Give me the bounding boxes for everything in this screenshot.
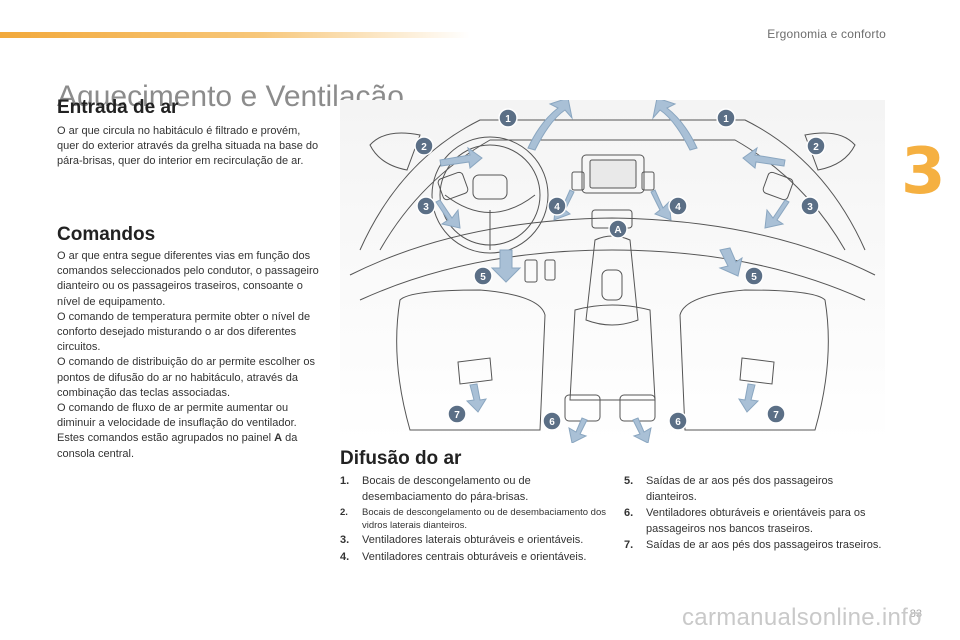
marker-2: 2 <box>813 142 819 153</box>
controls-paragraph: O ar que entra segue diferentes vias em … <box>57 250 319 308</box>
marker-3: 3 <box>423 202 429 213</box>
marker-1: 1 <box>723 114 729 125</box>
marker-a: A <box>614 225 621 236</box>
marker-6: 6 <box>549 417 555 428</box>
marker-5: 5 <box>480 272 486 283</box>
air-distribution-list-right: 5.Saídas de ar aos pés dos passageiros d… <box>624 474 884 555</box>
marker-3: 3 <box>807 202 813 213</box>
marker-4: 4 <box>554 202 560 213</box>
marker-1: 1 <box>505 114 511 125</box>
list-item: 3.Ventiladores laterais obturáveis e ori… <box>340 534 584 546</box>
watermark: carmanualsonline.info <box>682 604 922 631</box>
list-item: 6.Ventiladores obturáveis e orientáveis … <box>624 507 866 535</box>
air-intake-heading: Entrada de ar <box>57 97 179 118</box>
page-number: 83 <box>909 608 922 620</box>
cabin-ventilation-illustration: 1 1 2 2 3 3 4 4 5 5 6 6 7 7 <box>340 100 885 443</box>
marker-7: 7 <box>773 410 779 421</box>
marker-4: 4 <box>675 202 681 213</box>
list-item: 4.Ventiladores centrais obturáveis e ori… <box>340 550 587 563</box>
controls-text: O ar que entra segue diferentes vias em … <box>57 249 322 462</box>
marker-6: 6 <box>675 417 681 428</box>
air-distribution-list-left: 1.Bocais de descongelamento ou de desemb… <box>340 474 608 566</box>
diagram-markers: 1 1 2 2 3 3 4 4 5 5 6 6 7 7 <box>414 108 826 431</box>
list-item: 2.Bocais de descongelamento ou de desemb… <box>340 507 606 531</box>
controls-paragraph: Estes comandos estão agrupados no painel… <box>57 432 298 460</box>
controls-heading: Comandos <box>57 224 156 245</box>
marker-7: 7 <box>454 410 460 421</box>
controls-paragraph: O comando de distribuição do ar permite … <box>57 356 316 399</box>
controls-paragraph: O comando de temperatura permite obter o… <box>57 310 311 354</box>
air-intake-text: O ar que circula no habitáculo é filtrad… <box>57 125 319 168</box>
section-title: Ergonomia e conforto <box>767 27 886 41</box>
marker-2: 2 <box>421 142 427 153</box>
list-item: 5.Saídas de ar aos pés dos passageiros d… <box>624 475 834 503</box>
list-item: 1.Bocais de descongelamento ou de desemb… <box>340 475 531 503</box>
chapter-number: 3 <box>901 135 946 209</box>
air-distribution-heading: Difusão do ar <box>340 448 462 469</box>
header-accent-bar <box>0 32 470 38</box>
marker-5: 5 <box>751 272 757 283</box>
panel-letter: A <box>274 432 283 445</box>
list-item: 7.Saídas de ar aos pés dos passageiros t… <box>624 539 882 551</box>
controls-paragraph: O comando de fluxo de ar permite aumenta… <box>57 402 297 430</box>
